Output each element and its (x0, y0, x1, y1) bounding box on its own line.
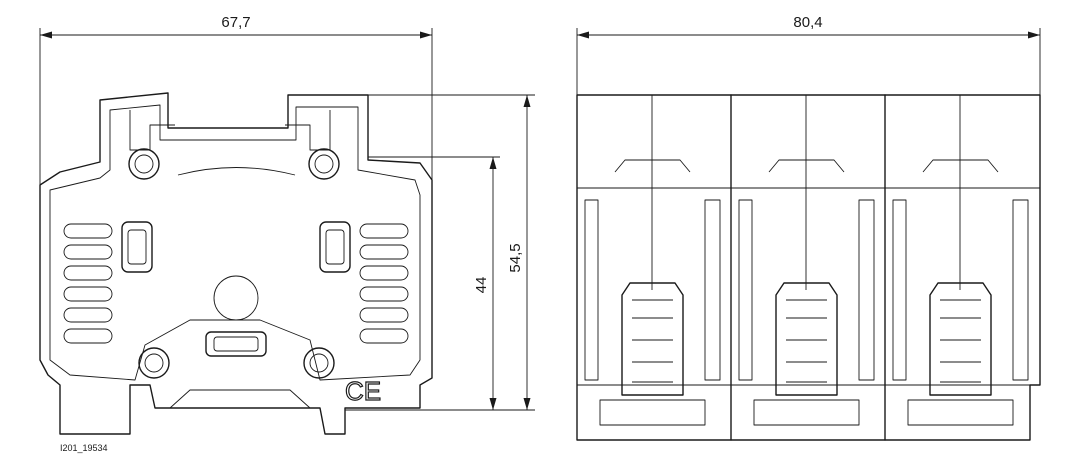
dimension-height-total: 54,5 (345, 94, 535, 411)
module-3 (892, 95, 1029, 426)
dimension-front-width: 67,7 (39, 14, 433, 185)
ce-mark: CE (345, 376, 381, 406)
side-width-label: 80,4 (793, 14, 822, 31)
drawing-code: I201_19534 (60, 443, 108, 453)
side-view (576, 94, 1041, 441)
dimension-height-inner: 44 (368, 156, 500, 411)
module-1 (584, 95, 721, 426)
height-total-label: 54,5 (507, 243, 524, 272)
height-inner-label: 44 (473, 277, 490, 294)
dimension-side-width: 80,4 (576, 14, 1041, 95)
front-width-label: 67,7 (221, 14, 250, 31)
front-view: CE (39, 92, 433, 435)
module-2 (738, 95, 875, 426)
